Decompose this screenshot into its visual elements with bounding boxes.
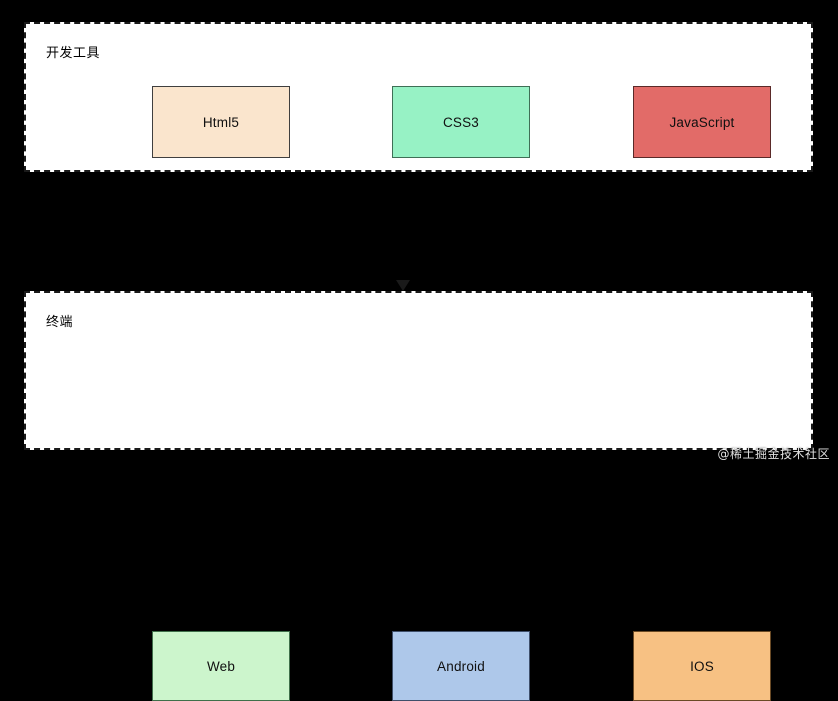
diagram-canvas: 开发工具 Html5 CSS3 JavaScript 终端 Web Androi… xyxy=(24,22,830,701)
node-html5[interactable]: Html5 xyxy=(152,86,290,158)
node-android-label: Android xyxy=(437,658,485,674)
connector-arrow-down-icon xyxy=(396,280,410,291)
group-dev-tools-label: 开发工具 xyxy=(46,46,101,61)
node-web-label: Web xyxy=(206,658,236,674)
node-ios-label: IOS xyxy=(690,658,714,674)
node-css3[interactable]: CSS3 xyxy=(392,86,530,158)
watermark: @稀土掘金技术社区 xyxy=(717,447,830,461)
node-javascript-label: JavaScript xyxy=(669,114,735,130)
group-terminal: 终端 Web Android IOS xyxy=(24,291,813,701)
node-javascript[interactable]: JavaScript xyxy=(633,86,771,158)
node-android[interactable]: Android xyxy=(392,631,530,701)
group-terminal-label: 终端 xyxy=(46,315,74,330)
node-ios[interactable]: IOS xyxy=(633,631,771,701)
node-css3-label: CSS3 xyxy=(442,114,480,130)
node-html5-label: Html5 xyxy=(202,114,240,130)
group-dev-tools: 开发工具 Html5 CSS3 JavaScript xyxy=(24,22,813,172)
node-web[interactable]: Web xyxy=(152,631,290,701)
